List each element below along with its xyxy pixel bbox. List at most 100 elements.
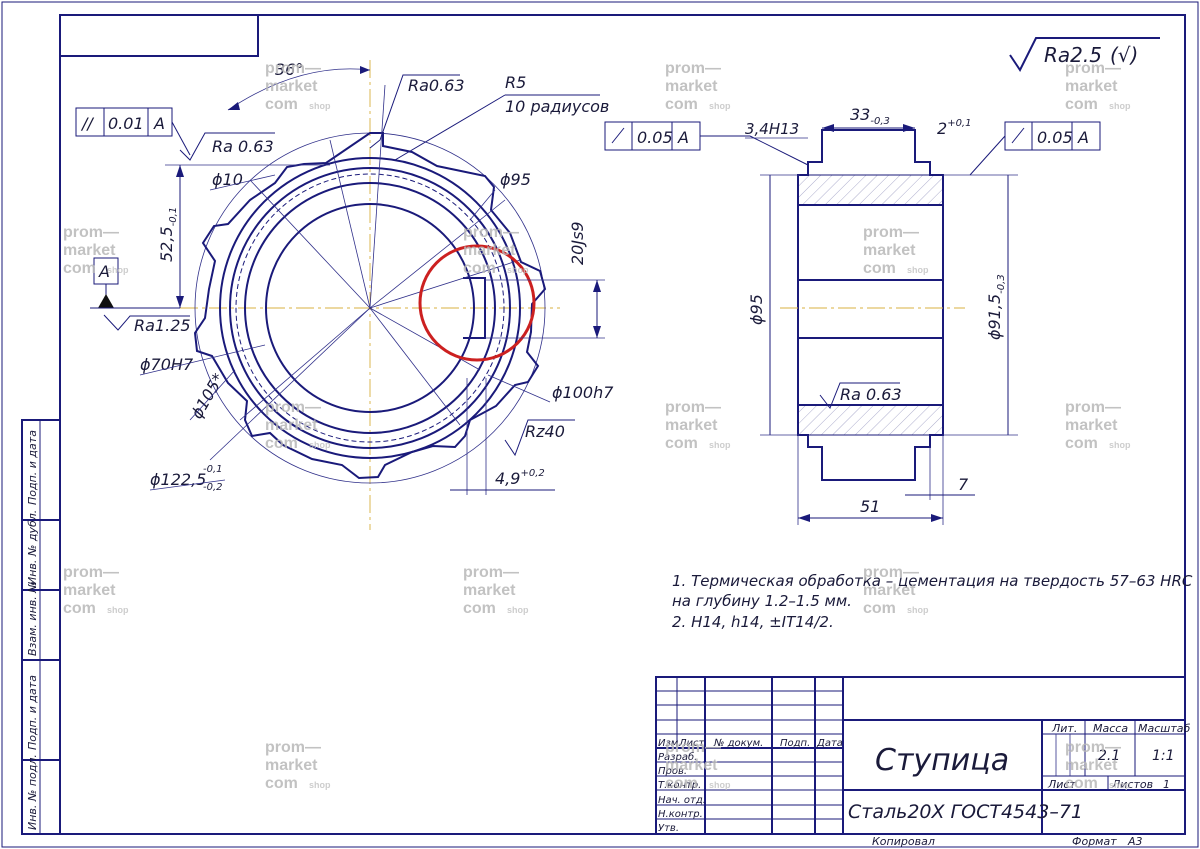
top-left-stamp-box	[59, 14, 259, 57]
svg-text:ϕ105*: ϕ105*	[187, 370, 228, 422]
svg-text:ϕ91,5-0,3: ϕ91,5-0,3	[985, 274, 1007, 340]
material: Сталь20Х ГОСТ4543–71	[848, 801, 1083, 823]
svg-text:shop: shop	[907, 605, 929, 615]
svg-text:Формат: Формат	[1072, 835, 1117, 848]
svg-text:prom—: prom—	[265, 399, 321, 416]
svg-text:market: market	[1065, 78, 1118, 95]
svg-text:Масштаб: Масштаб	[1138, 722, 1190, 735]
svg-text:shop: shop	[309, 440, 331, 450]
svg-text:com: com	[265, 775, 298, 792]
svg-text:1. Термическая обработка – цем: 1. Термическая обработка – цементация на…	[672, 572, 1193, 590]
svg-text:prom—: prom—	[863, 564, 919, 581]
svg-text:shop: shop	[1109, 440, 1131, 450]
svg-text:A: A	[153, 114, 165, 133]
svg-text:com: com	[863, 600, 896, 617]
svg-text:Подп.: Подп.	[780, 738, 810, 749]
svg-text:Утв.: Утв.	[658, 823, 679, 834]
svg-text:на глубину 1.2–1.5 мм.: на глубину 1.2–1.5 мм.	[672, 592, 852, 610]
svg-text:com: com	[463, 600, 496, 617]
svg-text:com: com	[665, 96, 698, 113]
svg-text:prom—: prom—	[463, 224, 519, 241]
svg-text:com: com	[1065, 775, 1098, 792]
svg-text:prom—: prom—	[665, 399, 721, 416]
svg-text:market: market	[63, 582, 116, 599]
svg-text:market: market	[265, 417, 318, 434]
svg-text:com: com	[665, 775, 698, 792]
svg-text:market: market	[863, 582, 916, 599]
svg-text:4,9+0,2: 4,9+0,2	[495, 468, 545, 488]
side-stamp-cell-4: Подп. и дата	[26, 675, 39, 750]
svg-text:market: market	[463, 582, 516, 599]
side-stamp-cell-1: Подп. и дата	[26, 430, 39, 505]
svg-text:shop: shop	[107, 265, 129, 275]
svg-text:prom—: prom—	[863, 224, 919, 241]
svg-text:shop: shop	[709, 440, 731, 450]
svg-text:№ докум.: № докум.	[713, 738, 763, 749]
svg-text:market: market	[265, 757, 318, 774]
svg-text:shop: shop	[309, 101, 331, 111]
svg-text:0.05: 0.05	[637, 128, 673, 147]
svg-text:Ra 0.63: Ra 0.63	[212, 137, 274, 156]
side-stamp: Подп. и дата Инв. № дубл. Взам. инв. № П…	[21, 419, 61, 835]
svg-text:Масса: Масса	[1093, 722, 1128, 735]
side-stamp-cell-2: Инв. № дубл.	[26, 510, 39, 585]
svg-text:prom—: prom—	[665, 739, 721, 756]
svg-text:52,5-0,1: 52,5-0,1	[157, 207, 179, 262]
svg-text:market: market	[665, 757, 718, 774]
svg-text:prom—: prom—	[63, 224, 119, 241]
svg-text:7: 7	[958, 475, 969, 494]
svg-text:Ra2.5: Ra2.5	[1044, 43, 1102, 67]
svg-text:market: market	[863, 242, 916, 259]
svg-text:shop: shop	[907, 265, 929, 275]
svg-text:Дата: Дата	[816, 738, 843, 749]
svg-text:0.05: 0.05	[1037, 128, 1073, 147]
svg-text:market: market	[265, 78, 318, 95]
side-stamp-cell-3: Взам. инв. №	[26, 581, 39, 656]
svg-text:ϕ100h7: ϕ100h7	[552, 383, 614, 402]
svg-text:A: A	[98, 262, 110, 281]
svg-text:2.1: 2.1	[1098, 748, 1120, 764]
highlight-circle	[418, 244, 536, 362]
side-stamp-cell-5: Инв. № подл.	[26, 754, 39, 830]
svg-text:Лист: Лист	[1047, 778, 1076, 791]
svg-text:com: com	[665, 435, 698, 452]
svg-text:com: com	[265, 96, 298, 113]
svg-text:com: com	[63, 260, 96, 277]
svg-text:com: com	[1065, 435, 1098, 452]
svg-text:com: com	[1065, 96, 1098, 113]
gear-profile	[193, 132, 547, 480]
side-view: 0.05 A 3,4H13 33-0,3 2+0,1 0.05 A ϕ95 ϕ9…	[604, 105, 1101, 525]
svg-text:-0,2: -0,2	[203, 482, 223, 493]
svg-text:prom—: prom—	[265, 739, 321, 756]
technical-notes: 1. Термическая обработка – цементация на…	[672, 572, 1193, 631]
svg-text:shop: shop	[309, 780, 331, 790]
svg-text:3,4H13: 3,4H13	[745, 120, 799, 138]
hatching	[798, 175, 943, 435]
svg-text:Изм.: Изм.	[658, 738, 682, 749]
svg-text:Ra0.63: Ra0.63	[408, 76, 465, 95]
svg-text:shop: shop	[107, 605, 129, 615]
svg-text:shop: shop	[1109, 101, 1131, 111]
svg-text:Rz40: Rz40	[525, 422, 565, 441]
svg-text:ϕ95: ϕ95	[500, 170, 531, 189]
svg-text:R5: R5	[505, 73, 526, 92]
svg-text:Копировал: Копировал	[872, 835, 935, 848]
svg-text:shop: shop	[709, 101, 731, 111]
svg-text:prom—: prom—	[1065, 399, 1121, 416]
svg-text:prom—: prom—	[1065, 60, 1121, 77]
svg-text:А3: А3	[1127, 835, 1143, 848]
svg-text:prom—: prom—	[265, 60, 321, 77]
svg-text:com: com	[265, 435, 298, 452]
svg-text:2. H14, h14, ±IT14/2.: 2. H14, h14, ±IT14/2.	[672, 613, 834, 631]
svg-text:shop: shop	[507, 265, 529, 275]
svg-text:shop: shop	[709, 780, 731, 790]
svg-text:1:1: 1:1	[1152, 748, 1175, 764]
svg-text:shop: shop	[507, 605, 529, 615]
svg-text:shop: shop	[1109, 780, 1131, 790]
svg-text:20Js9: 20Js9	[568, 221, 587, 265]
svg-text:com: com	[63, 600, 96, 617]
svg-text:Нач. отд.: Нач. отд.	[658, 795, 706, 806]
svg-text:0.01: 0.01	[108, 114, 144, 133]
